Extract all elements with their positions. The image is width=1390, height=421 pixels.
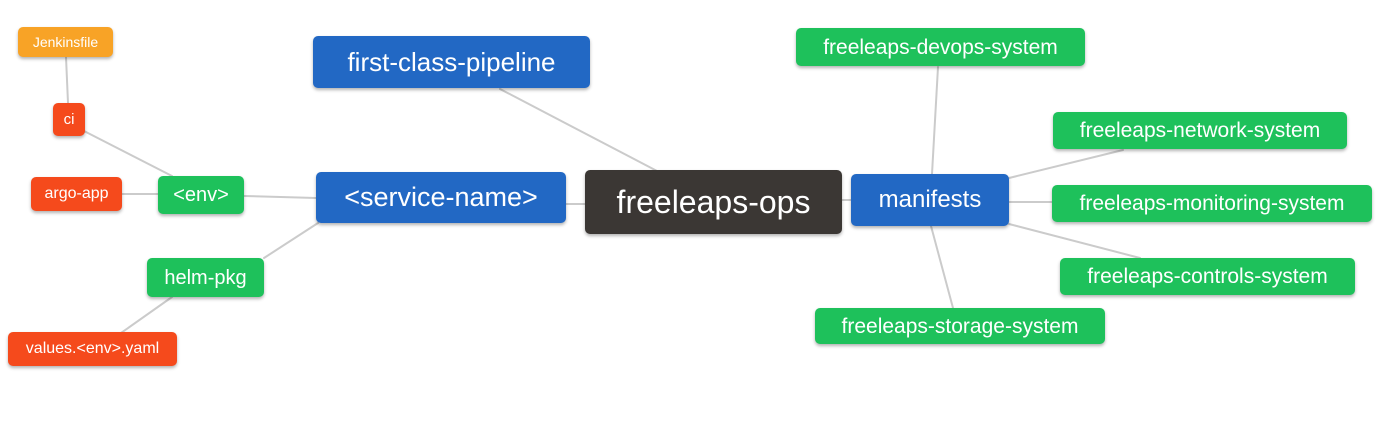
edge-env-service-name <box>243 195 317 199</box>
edge-helm-pkg-values <box>120 296 173 334</box>
node-freeleaps-devops-system[interactable]: freeleaps-devops-system <box>796 28 1085 66</box>
node-freeleaps-storage-system[interactable]: freeleaps-storage-system <box>815 308 1105 344</box>
node-freeleaps-controls-system[interactable]: freeleaps-controls-system <box>1060 258 1355 295</box>
node-freeleaps-monitoring-system[interactable]: freeleaps-monitoring-system <box>1052 185 1372 222</box>
node-helm-pkg[interactable]: helm-pkg <box>147 258 264 297</box>
node-argo-app[interactable]: argo-app <box>31 177 122 211</box>
node-env[interactable]: <env> <box>158 176 244 214</box>
node-values-env-yaml[interactable]: values.<env>.yaml <box>8 332 177 366</box>
node-freeleaps-ops[interactable]: freeleaps-ops <box>585 170 842 234</box>
edge-manifests-controls <box>1008 223 1141 259</box>
node-jenkinsfile[interactable]: Jenkinsfile <box>18 27 113 57</box>
node-ci[interactable]: ci <box>53 103 85 136</box>
node-manifests[interactable]: manifests <box>851 174 1009 226</box>
node-service-name[interactable]: <service-name> <box>316 172 566 223</box>
node-first-class-pipeline[interactable]: first-class-pipeline <box>313 36 590 88</box>
node-freeleaps-network-system[interactable]: freeleaps-network-system <box>1053 112 1347 149</box>
edge-manifests-network <box>1008 149 1124 179</box>
edge-manifests-devops <box>931 66 939 175</box>
edge-ci-env <box>83 130 173 177</box>
edge-service-name-helm-pkg <box>263 222 319 259</box>
edge-jenkinsfile-ci <box>65 56 69 104</box>
edge-manifests-storage <box>930 225 954 309</box>
edge-pipeline-freeleaps-ops <box>499 88 658 172</box>
